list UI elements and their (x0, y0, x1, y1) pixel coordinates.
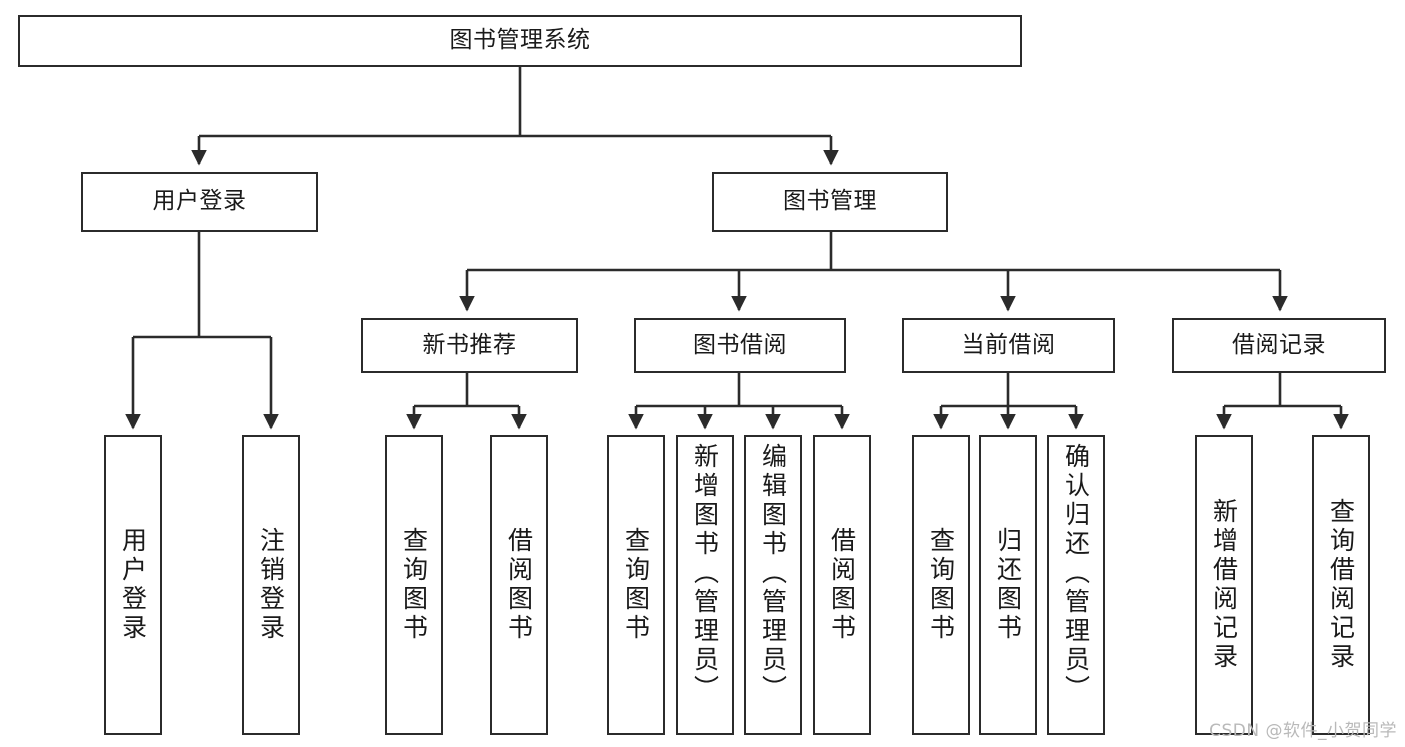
node-label: 编辑图书（管理员） (758, 443, 788, 704)
node-book-management[interactable]: 图书管理 (712, 172, 948, 232)
node-label: 新书推荐 (422, 331, 517, 358)
leaf-confirm-return-admin[interactable]: 确认归还（管理员） (1047, 435, 1105, 735)
node-label: 新增借阅记录 (1209, 498, 1239, 672)
node-label: 查询图书 (926, 527, 956, 643)
node-label: 查询借阅记录 (1326, 498, 1356, 672)
node-user-login[interactable]: 用户登录 (81, 172, 318, 232)
leaf-query-book-borrow[interactable]: 查询图书 (607, 435, 665, 735)
leaf-user-login[interactable]: 用户登录 (104, 435, 162, 735)
node-label: 查询图书 (399, 527, 429, 643)
node-label: 注销登录 (256, 527, 286, 643)
node-label: 确认归还（管理员） (1061, 443, 1091, 704)
node-label: 用户登录 (118, 527, 148, 643)
leaf-query-book-current[interactable]: 查询图书 (912, 435, 970, 735)
node-label: 图书管理系统 (449, 27, 591, 54)
node-label: 借阅记录 (1232, 331, 1326, 358)
node-borrow-record[interactable]: 借阅记录 (1172, 318, 1386, 373)
leaf-return-book[interactable]: 归还图书 (979, 435, 1037, 735)
node-label: 图书管理 (783, 188, 877, 215)
node-root-system[interactable]: 图书管理系统 (18, 15, 1022, 67)
watermark-text: CSDN @软件_小贺同学 (1209, 721, 1397, 741)
node-current-borrow[interactable]: 当前借阅 (902, 318, 1115, 373)
leaf-query-book-new[interactable]: 查询图书 (385, 435, 443, 735)
leaf-borrow-book[interactable]: 借阅图书 (813, 435, 871, 735)
node-label: 当前借阅 (961, 331, 1056, 358)
node-label: 借阅图书 (504, 527, 534, 643)
leaf-add-borrow-record[interactable]: 新增借阅记录 (1195, 435, 1253, 735)
leaf-logout[interactable]: 注销登录 (242, 435, 300, 735)
leaf-query-borrow-record[interactable]: 查询借阅记录 (1312, 435, 1370, 735)
leaf-borrow-book-new[interactable]: 借阅图书 (490, 435, 548, 735)
node-label: 新增图书（管理员） (690, 443, 720, 704)
node-book-borrow[interactable]: 图书借阅 (634, 318, 846, 373)
node-label: 归还图书 (993, 527, 1023, 643)
node-new-book-recommend[interactable]: 新书推荐 (361, 318, 578, 373)
node-label: 图书借阅 (693, 331, 787, 358)
leaf-edit-book-admin[interactable]: 编辑图书（管理员） (744, 435, 802, 735)
node-label: 查询图书 (621, 527, 651, 643)
node-label: 借阅图书 (827, 527, 857, 643)
leaf-add-book-admin[interactable]: 新增图书（管理员） (676, 435, 734, 735)
node-label: 用户登录 (152, 188, 247, 215)
